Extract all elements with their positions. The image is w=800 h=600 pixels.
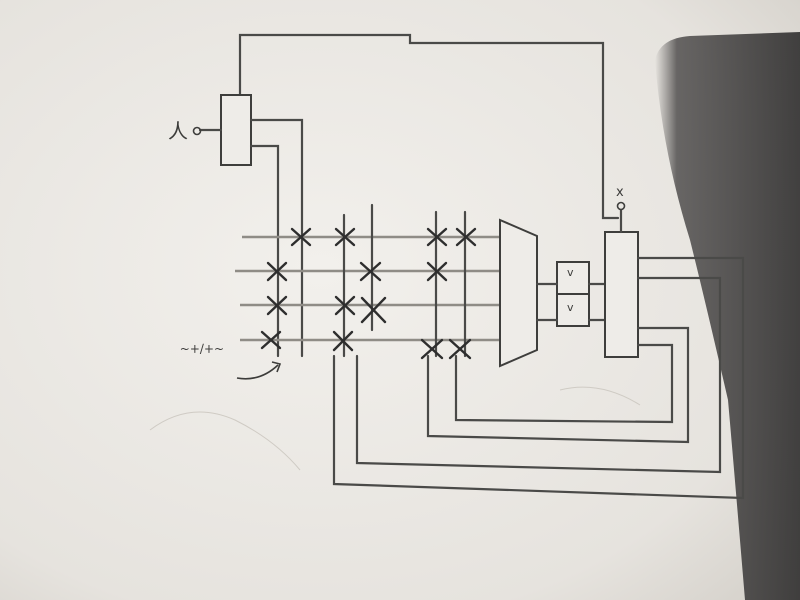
x-cross-icon [455,227,477,247]
x-cross-icon [360,296,387,324]
x-cross-icon [448,338,472,360]
input-terminal-icon [192,126,202,136]
x-cross-icon [426,227,448,247]
handwritten-note: ~+/+~ [180,342,282,380]
feedback-loop-3 [426,326,690,444]
register-top [556,261,590,295]
feedback-loop-4 [454,343,674,424]
x-cross-icon [334,227,356,247]
faint-sketch [559,386,641,406]
mux-output-1 [249,118,304,358]
mux-output-2 [249,144,280,358]
x-cross-icon [260,330,282,350]
input-symbol: 人 [168,119,188,143]
trapezoid-mux [499,218,538,368]
curved-arrow-icon [236,364,279,380]
corner-shadow [655,32,800,600]
x-cross-icon [266,295,288,316]
x-cross-icon [426,261,448,282]
input-mux-block [220,94,252,166]
x-cross-icon [290,227,312,247]
x-cross-icon [334,295,356,316]
handwritten-note-text: ~+/+~ [180,342,224,356]
faint-sketch [149,411,301,471]
top-feedback-wire [238,33,620,220]
feedback-loop-2 [355,276,722,474]
output-symbol: x [616,185,624,200]
output-terminal-icon [616,201,626,211]
programmed-switches [260,227,477,360]
register-top-glyph: v [567,266,574,279]
register-bottom [556,293,590,327]
x-cross-icon [420,338,444,360]
feedback-loop-1 [332,256,745,500]
x-cross-icon [359,261,382,282]
x-cross-icon [332,330,354,352]
register-bottom-glyph: v [567,301,574,314]
curved-arrow-head [271,361,282,373]
feedback-loops [332,256,745,500]
output-block [604,231,639,358]
x-cross-icon [266,261,288,282]
